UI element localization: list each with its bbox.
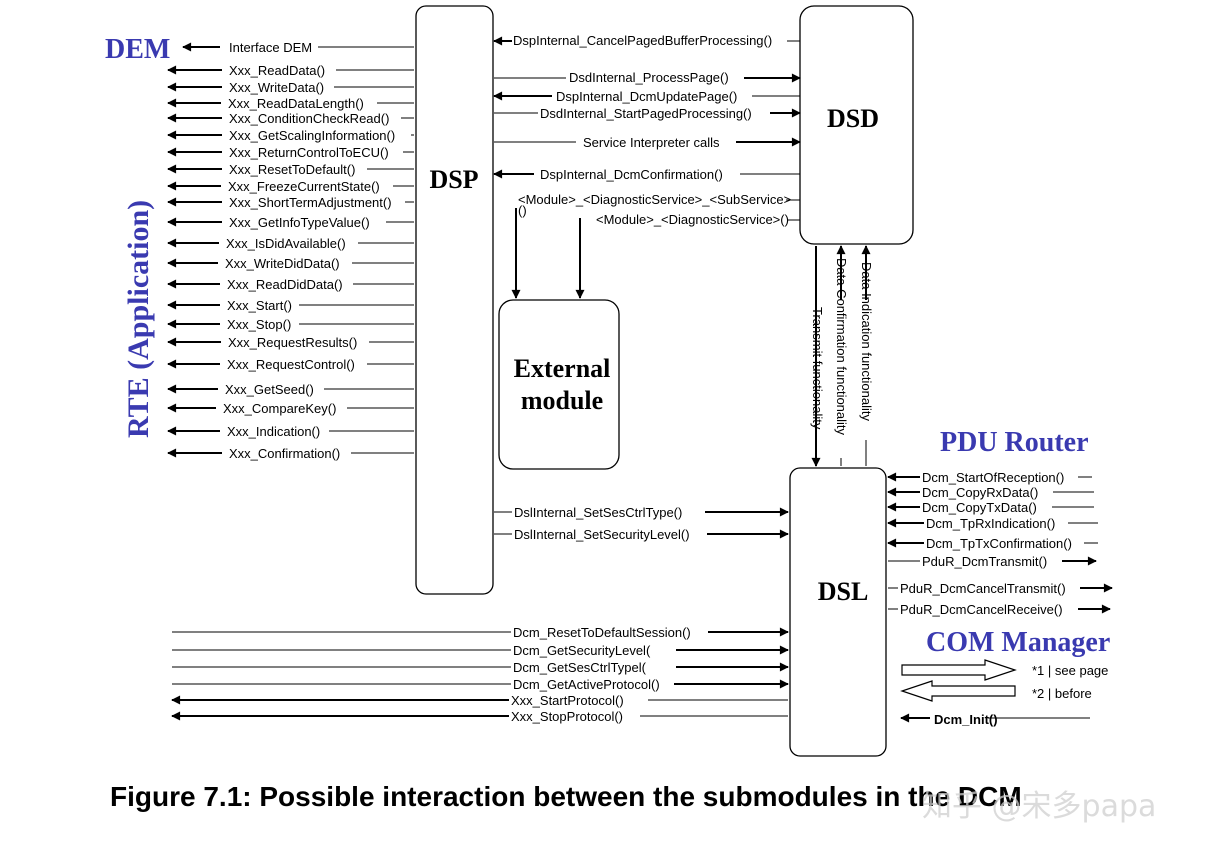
dem-interface-label: Interface DEM <box>229 40 312 55</box>
rte-call-label: Xxx_GetSeed() <box>225 382 314 397</box>
set-ses-ctrl-label: DslInternal_SetSesCtrlType() <box>514 505 682 520</box>
copy-rx-data-label: Dcm_CopyRxData() <box>922 485 1038 500</box>
rte-call-label: Xxx_ConditionCheckRead() <box>229 111 389 126</box>
data-indication-label: Data Indication functionality <box>859 262 874 421</box>
rte-call-label: Xxx_Stop() <box>227 317 291 332</box>
rte-call-label: Xxx_RequestResults() <box>228 335 357 350</box>
data-confirmation-label: Data Confirmation functionality <box>834 258 849 436</box>
rte-label: RTE (Application) <box>122 200 155 438</box>
rte-call-label: Xxx_ReadDataLength() <box>228 96 364 111</box>
copy-tx-data-label: Dcm_CopyTxData() <box>922 500 1037 515</box>
dsl-label: DSL <box>818 577 869 606</box>
com-manager-label: COM Manager <box>926 627 1110 658</box>
dem-label: DEM <box>105 34 170 65</box>
module-subservice-paren: () <box>518 203 527 218</box>
start-of-reception-label: Dcm_StartOfReception() <box>922 470 1064 485</box>
legend-note-2: *2 | before <box>1032 686 1092 701</box>
dsp-label: DSP <box>429 165 478 194</box>
legend-note-1: *1 | see page <box>1032 663 1108 678</box>
rte-call-label: Xxx_ReadDidData() <box>227 277 343 292</box>
rte-call-label: Xxx_ReadData() <box>229 63 325 78</box>
watermark-text: 知乎 @宋多papa <box>922 789 1156 824</box>
rte-call-label: Xxx_GetInfoTypeValue() <box>229 215 370 230</box>
external-module-label-2: module <box>521 386 603 415</box>
transmit-label: Transmit functionality <box>810 307 825 430</box>
pdur-cancel-receive-label: PduR_DcmCancelReceive() <box>900 602 1063 617</box>
rte-call-label: Xxx_RequestControl() <box>227 357 355 372</box>
dsp-block <box>415 5 494 595</box>
stop-protocol-label: Xxx_StopProtocol() <box>511 709 623 724</box>
tp-rx-indication-label: Dcm_TpRxIndication() <box>926 516 1055 531</box>
external-module-label-1: External <box>514 354 611 383</box>
start-paged-label: DsdInternal_StartPagedProcessing() <box>540 106 752 121</box>
tp-tx-confirmation-label: Dcm_TpTxConfirmation() <box>926 536 1072 551</box>
service-interpreter-label: Service Interpreter calls <box>583 135 720 150</box>
dsd-label: DSD <box>827 104 879 133</box>
update-page-label: DspInternal_DcmUpdatePage() <box>556 89 737 104</box>
rte-call-label: Xxx_WriteDidData() <box>225 256 340 271</box>
rte-call-label: Xxx_ShortTermAdjustment() <box>229 195 392 210</box>
get-active-protocol-label: Dcm_GetActiveProtocol() <box>513 677 660 692</box>
figure-caption: Figure 7.1: Possible interaction between… <box>110 781 1022 812</box>
rte-call-label: Xxx_ResetToDefault() <box>229 162 355 177</box>
external-module-block <box>498 299 620 470</box>
rte-call-label: Xxx_Confirmation() <box>229 446 340 461</box>
module-subservice-label: <Module>_<DiagnosticService>_<SubService… <box>518 192 791 207</box>
module-service-label: <Module>_<DiagnosticService>() <box>596 212 789 227</box>
rte-call-label: Xxx_WriteData() <box>229 80 324 95</box>
start-protocol-label: Xxx_StartProtocol() <box>511 693 624 708</box>
rte-call-label: Xxx_Indication() <box>227 424 320 439</box>
rte-call-label: Xxx_CompareKey() <box>223 401 336 416</box>
legend-outline-arrow-left <box>900 680 1016 702</box>
rte-call-label: Xxx_IsDidAvailable() <box>226 236 346 251</box>
dcm-init-label: Dcm_Init() <box>934 712 998 727</box>
legend-outline-arrow-right <box>901 659 1017 681</box>
reset-default-session-label: Dcm_ResetToDefaultSession() <box>513 625 691 640</box>
rte-call-label: Xxx_GetScalingInformation() <box>229 128 395 143</box>
pdu-router-label: PDU Router <box>940 427 1089 458</box>
pdur-transmit-label: PduR_DcmTransmit() <box>922 554 1047 569</box>
process-page-label: DsdInternal_ProcessPage() <box>569 70 729 85</box>
get-ses-ctrl-type-label: Dcm_GetSesCtrlTypel( <box>513 660 647 675</box>
dsl-block <box>789 467 887 757</box>
rte-call-label: Xxx_FreezeCurrentState() <box>228 179 380 194</box>
cancel-paged-label: DspInternal_CancelPagedBufferProcessing(… <box>513 33 772 48</box>
rte-call-label: Xxx_Start() <box>227 298 292 313</box>
dsd-block <box>799 5 914 245</box>
pdur-cancel-transmit-label: PduR_DcmCancelTransmit() <box>900 581 1066 596</box>
set-security-label: DslInternal_SetSecurityLevel() <box>514 527 690 542</box>
dcm-confirmation-label: DspInternal_DcmConfirmation() <box>540 167 723 182</box>
rte-call-label: Xxx_ReturnControlToECU() <box>229 145 389 160</box>
rte-call-list: Xxx_ReadData() Xxx_WriteData()Xxx_ReadDat… <box>167 63 414 461</box>
get-security-level-label: Dcm_GetSecurityLevel( <box>513 643 651 658</box>
